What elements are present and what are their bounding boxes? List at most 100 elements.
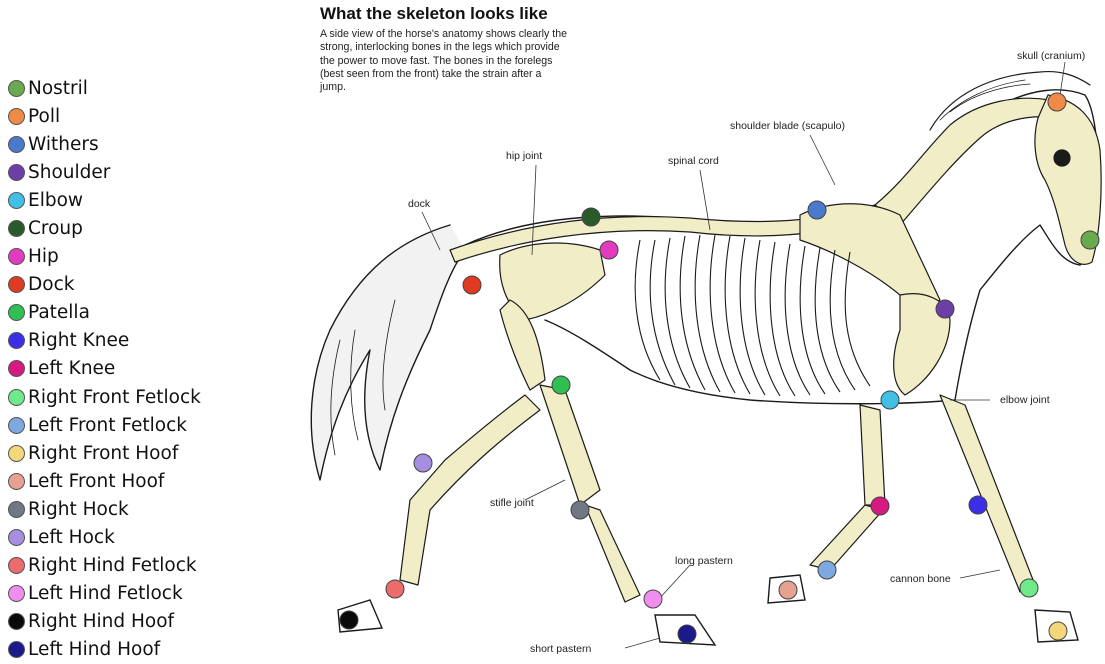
croup-keypoint xyxy=(582,208,601,227)
legend-item-left-hock: Left Hock xyxy=(8,524,248,552)
withers-keypoint xyxy=(808,201,827,220)
dock-keypoint xyxy=(463,276,482,295)
legend-label: Right Knee xyxy=(28,330,129,351)
left-hind-fetlock-marker-icon xyxy=(8,585,25,602)
left-knee-marker-icon xyxy=(8,360,25,377)
right-front-hoof-marker-icon xyxy=(8,445,25,462)
legend-item-nostril: Nostril xyxy=(8,74,248,102)
legend-label: Elbow xyxy=(28,190,83,211)
callout-elbow-joint: elbow joint xyxy=(1000,394,1050,406)
right-knee-marker-icon xyxy=(8,332,25,349)
left-front-fetlock-marker-icon xyxy=(8,417,25,434)
left-hind-cannon-bone xyxy=(585,505,640,602)
callout-spinal-cord: spinal cord xyxy=(668,155,719,167)
right-hock-marker-icon xyxy=(8,501,25,518)
legend-item-right-front-fetlock: Right Front Fetlock xyxy=(8,383,248,411)
left-hock-marker-icon xyxy=(8,529,25,546)
left-hock-keypoint xyxy=(414,454,433,473)
ribcage xyxy=(635,235,870,396)
left-front-cannon-bone xyxy=(860,405,885,505)
elbow-marker-icon xyxy=(8,192,25,209)
legend-item-croup: Croup xyxy=(8,214,248,242)
legend-label: Right Hind Fetlock xyxy=(28,555,197,576)
legend-label: Left Hind Fetlock xyxy=(28,583,183,604)
diagram-title: What the skeleton looks like xyxy=(320,4,548,24)
elbow-keypoint xyxy=(881,391,900,410)
diagram-intro-text: A side view of the horse's anatomy shows… xyxy=(320,28,570,94)
callout-skull: skull (cranium) xyxy=(1017,50,1085,62)
callout-stifle-joint: stifle joint xyxy=(490,497,534,509)
legend-label: Right Front Fetlock xyxy=(28,387,201,408)
legend-label: Left Hind Hoof xyxy=(28,639,160,660)
right-front-fetlock-marker-icon xyxy=(8,389,25,406)
legend-item-right-hind-fetlock: Right Hind Fetlock xyxy=(8,552,248,580)
legend-item-shoulder: Shoulder xyxy=(8,158,248,186)
legend-label: Right Front Hoof xyxy=(28,443,178,464)
legend-item-left-knee: Left Knee xyxy=(8,355,248,383)
legend-label: Withers xyxy=(28,134,99,155)
callout-dock: dock xyxy=(408,198,430,210)
legend-label: Nostril xyxy=(28,78,88,99)
right-hind-fetlock-keypoint xyxy=(386,580,405,599)
legend-label: Left Hock xyxy=(28,527,115,548)
hip-keypoint xyxy=(600,241,619,260)
left-front-hoof-marker-icon xyxy=(8,473,25,490)
right-front-cannon-bone xyxy=(940,395,1035,592)
left-knee-keypoint xyxy=(871,497,890,516)
legend-label: Right Hind Hoof xyxy=(28,611,174,632)
legend-item-dock: Dock xyxy=(8,271,248,299)
legend-item-left-front-hoof: Left Front Hoof xyxy=(8,467,248,495)
legend-label: Patella xyxy=(28,302,90,323)
legend-item-left-front-fetlock: Left Front Fetlock xyxy=(8,411,248,439)
right-front-fetlock-keypoint xyxy=(1020,579,1039,598)
shoulder-marker-icon xyxy=(8,164,25,181)
legend-label: Hip xyxy=(28,246,59,267)
legend-label: Shoulder xyxy=(28,162,110,183)
poll-marker-icon xyxy=(8,108,25,125)
nostril-marker-icon xyxy=(8,80,25,97)
legend-label: Croup xyxy=(28,218,83,239)
left-hind-hoof-marker-icon xyxy=(8,641,25,658)
legend-item-left-hind-hoof: Left Hind Hoof xyxy=(8,636,248,664)
legend-item-right-knee: Right Knee xyxy=(8,327,248,355)
left-front-fetlock-keypoint xyxy=(818,561,837,580)
legend-item-right-hind-hoof: Right Hind Hoof xyxy=(8,608,248,636)
withers-marker-icon xyxy=(8,136,25,153)
legend-label: Left Front Hoof xyxy=(28,471,164,492)
right-knee-keypoint xyxy=(969,496,988,515)
dock-marker-icon xyxy=(8,276,25,293)
legend-item-withers: Withers xyxy=(8,130,248,158)
callout-shoulder-blade: shoulder blade (scapulo) xyxy=(730,120,845,132)
callout-short-pastern: short pastern xyxy=(530,643,591,655)
tail-outline xyxy=(311,225,465,480)
legend-item-patella: Patella xyxy=(8,299,248,327)
keypoint-legend: Nostril Poll Withers Shoulder Elbow Crou… xyxy=(8,74,248,664)
legend-item-right-front-hoof: Right Front Hoof xyxy=(8,439,248,467)
right-hock-keypoint xyxy=(571,501,590,520)
hip-marker-icon xyxy=(8,248,25,265)
croup-marker-icon xyxy=(8,220,25,237)
shoulder-keypoint xyxy=(936,300,955,319)
poll-keypoint xyxy=(1048,93,1067,112)
tibia-bone xyxy=(540,385,600,505)
callout-long-pastern: long pastern xyxy=(675,555,733,567)
legend-item-elbow: Elbow xyxy=(8,186,248,214)
legend-item-left-hind-fetlock: Left Hind Fetlock xyxy=(8,580,248,608)
right-hind-cannon-bone xyxy=(400,395,540,585)
legend-item-hip: Hip xyxy=(8,243,248,271)
legend-label: Dock xyxy=(28,274,74,295)
legend-item-poll: Poll xyxy=(8,102,248,130)
scapula-bone xyxy=(800,204,940,306)
callout-cannon-bone: cannon bone xyxy=(890,573,951,585)
left-hind-hoof-keypoint xyxy=(678,625,697,644)
left-hind-fetlock-keypoint xyxy=(644,590,663,609)
skeleton-diagram: What the skeleton looks like A side view… xyxy=(300,0,1105,659)
legend-label: Left Front Fetlock xyxy=(28,415,187,436)
right-front-hoof-keypoint xyxy=(1049,622,1068,641)
legend-label: Right Hock xyxy=(28,499,129,520)
nostril-keypoint xyxy=(1081,231,1100,250)
callout-hip-joint: hip joint xyxy=(506,150,542,162)
right-hind-hoof-marker-icon xyxy=(8,613,25,630)
legend-label: Left Knee xyxy=(28,358,115,379)
legend-item-right-hock: Right Hock xyxy=(8,495,248,523)
